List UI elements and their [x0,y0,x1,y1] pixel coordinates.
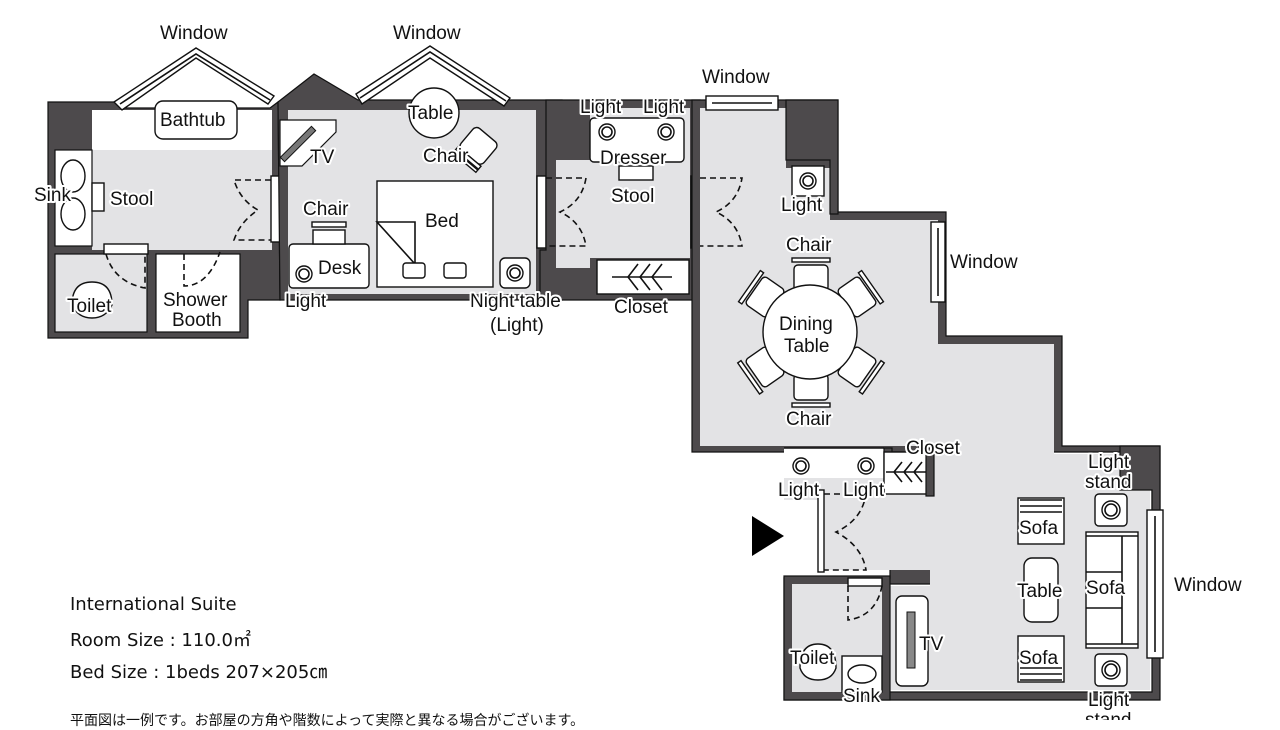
light-dresser-right-icon [657,123,675,141]
label-stool-bath: Stool [110,189,153,210]
label-sink-entry: Sink [843,686,880,707]
label-bed: Bed [425,211,459,232]
bed [376,180,494,288]
label-light-stand-bottom-1: Light [1088,690,1130,711]
label-light-stand-bottom-2: stand [1085,710,1131,720]
labels: Window Window Window Window Window Batht… [32,23,1242,720]
bed-size: Bed Size : 1beds 207×205㎝ [70,662,328,683]
label-bathtub: Bathtub [160,110,226,131]
label-sofa-top: Sofa [1019,518,1059,539]
light-dining-corner-icon [799,172,817,190]
label-sink-bath: Sink [34,185,71,206]
light-stand-bottom-icon [1101,660,1121,680]
label-closet-entry: Closet [906,438,961,459]
bathroom-floor [92,150,272,250]
room-size: Room Size : 110.0㎡ [70,630,251,651]
label-light-dresser-right: Light [643,97,685,118]
light-desk-icon [295,265,313,283]
label-chair-top: Chair [786,235,832,256]
dining-living-area [691,95,1164,701]
light-night-table-icon [506,264,524,282]
sofa-middle [1085,531,1139,649]
label-table-living: Table [1017,581,1062,602]
label-window-dining: Window [950,252,1018,273]
label-toilet-bath: Toilet [67,296,112,317]
label-toilet-entry: Toilet [790,648,835,669]
label-desk: Desk [318,258,362,279]
label-sofa-bottom: Sofa [1019,648,1059,669]
sink-basin-top [60,159,86,193]
bedroom-area [277,45,563,301]
disclaimer-note: 平面図は一例です。お部屋の方角や階数によって実際と異なる場合がございます。 [70,713,585,729]
label-dining-table: Table [784,336,829,357]
label-sofa-middle: Sofa [1086,578,1126,599]
label-tv-living: TV [919,634,944,655]
pillow-left [402,262,426,279]
stool-bath [91,182,105,212]
label-tv-bedroom: TV [310,147,335,168]
dining-table [762,284,858,380]
label-window-top: Window [702,67,770,88]
label-night-table: Night table [470,291,561,312]
chair-bedroom [451,126,498,174]
door-entry [817,489,825,573]
label-dresser: Dresser [600,148,667,169]
window-bed [355,45,512,107]
label-closet-dresser: Closet [614,297,669,318]
label-window-living: Window [1174,575,1242,596]
entrance-arrow-icon [752,516,784,556]
tv-living [906,611,916,669]
stool-dresser [618,165,654,181]
label-light-dresser-left: Light [580,97,622,118]
room-name: International Suite [70,594,237,615]
door-bedroom [536,175,547,249]
label-chair-desk: Chair [303,199,349,220]
label-light-entry-right: Light [843,480,885,501]
table-bedroom [408,87,460,139]
label-light-stand-top-1: Light [1088,452,1130,473]
label-booth: Booth [172,310,222,331]
label-dining: Dining [779,314,833,335]
label-chair-bedroom: Chair [423,146,469,167]
dining-chairs [736,257,886,408]
bathtub [154,100,238,140]
door-entry-bath [847,577,883,587]
bathroom-area [47,47,281,339]
chair-desk [312,229,346,245]
light-stand-top-icon [1101,500,1121,520]
light-dresser-left-icon [598,123,616,141]
pillow-right [443,262,467,279]
toilet-bath [71,281,113,319]
label-chair-bottom: Chair [786,409,832,430]
label-window-bath: Window [160,23,228,44]
window-bath [112,47,276,111]
label-table-bedroom: Table [408,103,453,124]
shower-booth-floor [155,253,241,333]
light-entry-right-icon [857,457,875,475]
tv-bedroom [279,125,317,163]
label-light-desk: Light [285,291,327,312]
label-light-dining-corner: Light [781,195,823,216]
label-stool-dresser: Stool [611,186,654,207]
toilet-entry [799,643,837,681]
label-night-table-light: (Light) [490,315,544,336]
label-window-bed: Window [393,23,461,44]
label-shower: Shower [163,290,228,311]
door-toilet [103,243,149,255]
light-entry-left-icon [792,457,810,475]
closet-entry [883,451,931,495]
table-living [1023,557,1059,623]
dresser-area [539,99,701,301]
sink-basin-bottom [60,197,86,231]
label-light-stand-top-2: stand [1085,472,1131,493]
label-light-entry-left: Light [778,480,820,501]
